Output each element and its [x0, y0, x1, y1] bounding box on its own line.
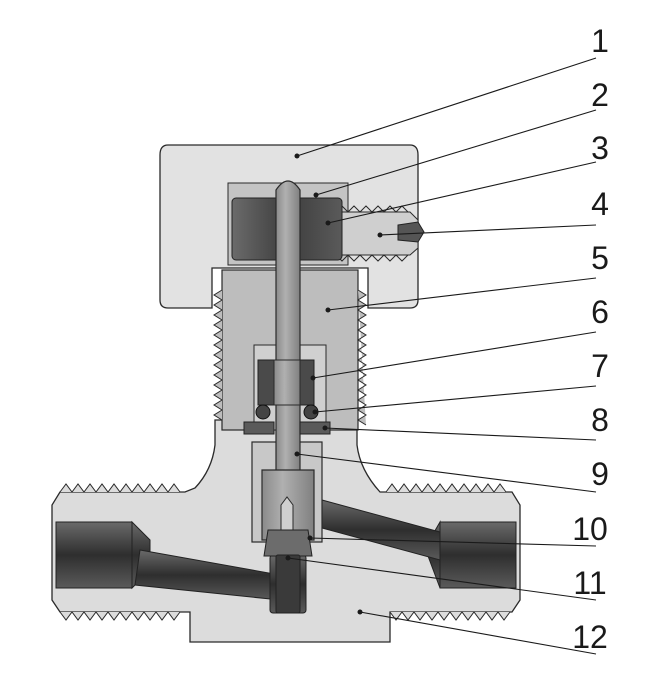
outlet-port	[321, 499, 517, 589]
stem-tip-assembly	[263, 529, 313, 614]
callout-10: 10	[572, 511, 608, 547]
callout-2: 2	[591, 77, 609, 113]
callout-9: 9	[591, 456, 609, 492]
callout-6: 6	[591, 294, 609, 330]
callout-11: 11	[573, 565, 606, 601]
o-ring-left	[255, 404, 271, 420]
callout-4: 4	[591, 186, 609, 222]
callout-5: 5	[591, 240, 609, 276]
callout-1: 1	[591, 23, 609, 59]
callout-8: 8	[591, 402, 609, 438]
callout-7: 7	[591, 348, 609, 384]
callout-12: 12	[572, 619, 608, 655]
callout-numbers: 1 2 3 4 5 6 7 8 9 10 11 12	[572, 23, 609, 655]
callout-3: 3	[591, 130, 609, 166]
leader-lines	[285, 57, 597, 655]
gland-washer-left	[243, 421, 275, 435]
